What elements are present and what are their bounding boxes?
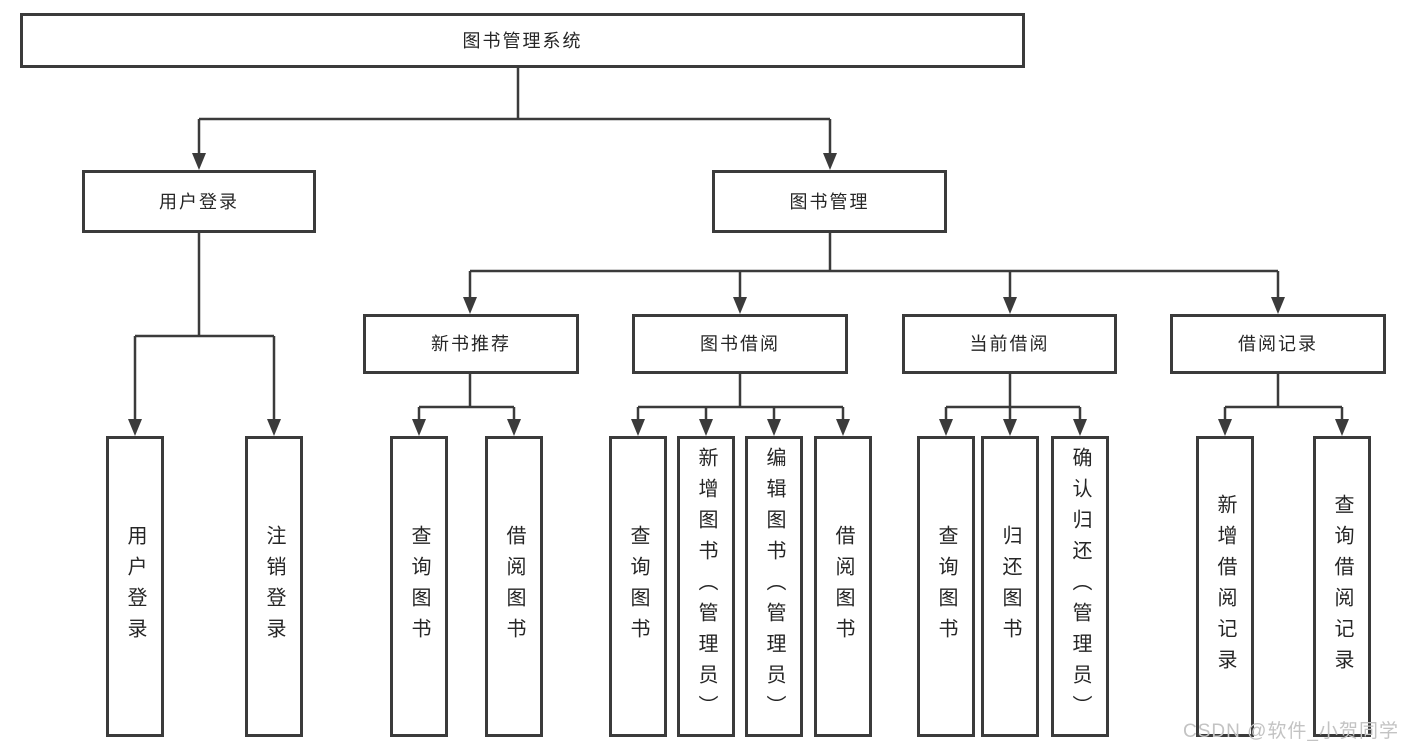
node-new-book-recommend-label: 新书推荐: [431, 334, 511, 354]
leaf-confirm-return-admin-label: 确认归还（管理员）: [1069, 447, 1091, 726]
leaf-logout-label: 注销登录: [263, 524, 285, 649]
leaf-query-books-recommend: 查询图书: [390, 436, 448, 737]
node-new-book-recommend: 新书推荐: [363, 314, 579, 374]
leaf-borrow-books-recommend-label: 借阅图书: [503, 524, 525, 649]
leaf-user-login: 用户登录: [106, 436, 164, 737]
node-user-login: 用户登录: [82, 170, 316, 233]
node-book-borrow: 图书借阅: [632, 314, 848, 374]
node-root-library-system: 图书管理系统: [20, 13, 1025, 68]
node-borrow-records-label: 借阅记录: [1238, 334, 1318, 354]
node-current-borrow-label: 当前借阅: [969, 334, 1050, 354]
leaf-borrow-books-label: 借阅图书: [832, 524, 854, 649]
leaf-user-login-label: 用户登录: [124, 524, 146, 649]
node-root-label: 图书管理系统: [462, 30, 583, 51]
leaf-logout: 注销登录: [245, 436, 303, 737]
leaf-query-books-current: 查询图书: [917, 436, 975, 737]
leaf-edit-books-admin: 编辑图书（管理员）: [745, 436, 803, 737]
node-borrow-records: 借阅记录: [1170, 314, 1386, 374]
leaf-add-borrow-record: 新增借阅记录: [1196, 436, 1254, 737]
leaf-query-books-current-label: 查询图书: [935, 524, 957, 649]
leaf-query-borrow-record-label: 查询借阅记录: [1331, 493, 1353, 680]
leaf-query-borrow-record: 查询借阅记录: [1313, 436, 1371, 737]
leaf-query-books-borrow-label: 查询图书: [627, 524, 649, 649]
leaf-add-books-admin: 新增图书（管理员）: [677, 436, 735, 737]
leaf-return-books: 归还图书: [981, 436, 1039, 737]
leaf-query-books-borrow: 查询图书: [609, 436, 667, 737]
leaf-add-borrow-record-label: 新增借阅记录: [1214, 493, 1236, 680]
leaf-query-books-recommend-label: 查询图书: [408, 524, 430, 649]
leaf-edit-books-admin-label: 编辑图书（管理员）: [763, 447, 785, 726]
node-book-management-label: 图书管理: [789, 191, 870, 212]
node-current-borrow: 当前借阅: [902, 314, 1117, 374]
leaf-return-books-label: 归还图书: [999, 524, 1021, 649]
node-book-management: 图书管理: [712, 170, 947, 233]
node-user-login-label: 用户登录: [159, 191, 239, 212]
node-book-borrow-label: 图书借阅: [700, 334, 780, 354]
leaf-borrow-books-recommend: 借阅图书: [485, 436, 543, 737]
leaf-borrow-books: 借阅图书: [814, 436, 872, 737]
leaf-confirm-return-admin: 确认归还（管理员）: [1051, 436, 1109, 737]
csdn-watermark: CSDN @软件_小贺同学: [1183, 721, 1399, 742]
leaf-add-books-admin-label: 新增图书（管理员）: [695, 447, 717, 726]
